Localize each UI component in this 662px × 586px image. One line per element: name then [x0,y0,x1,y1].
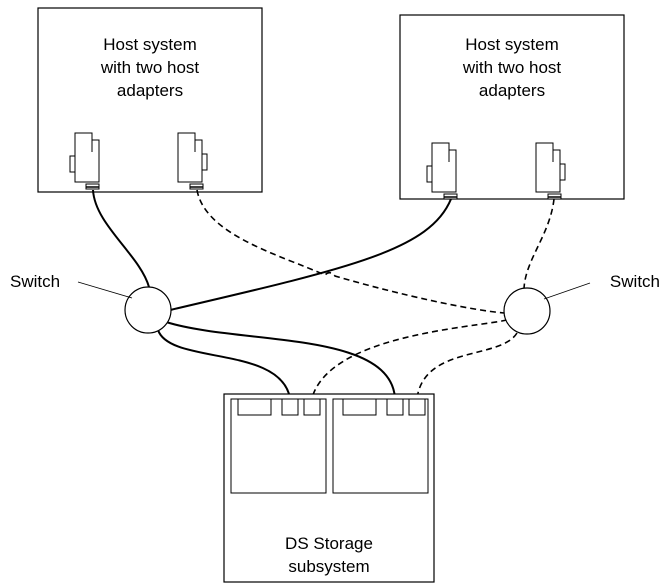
ds-storage-subsystem: DS Storage subsystem [223,393,435,583]
cable-host-right-to-switch-right [523,198,555,290]
host-right-label-line3: adapters [479,81,545,100]
dashed-cables [196,189,555,399]
host-system-right: Host system with two host adapters [399,14,625,200]
switch-right-label: Switch [610,272,660,291]
controller-b-ethernet-port [342,398,377,416]
controller-b-ports [342,398,426,416]
controller-a-host-port-1 [281,398,299,416]
host-right-label-line1: Host system [465,35,559,54]
controller-b-host-port-1 [386,398,404,416]
host-adapter-left-2 [177,132,208,190]
switch-left-leader [77,281,133,299]
controller-a-ethernet-port [237,398,272,416]
cable-host-left-to-switch-left [92,189,150,288]
switch-right: Switch [503,272,660,335]
host-left-label-line1: Host system [103,35,197,54]
solid-cables [92,189,452,399]
host-left-label-line2: with two host [100,58,200,77]
host-adapter-right-2 [535,142,566,200]
host-system-left: Host system with two host adapters [37,7,263,193]
switch-left-label: Switch [10,272,60,291]
switch-right-circle [503,287,551,335]
switch-right-leader [543,282,591,300]
switch-left: Switch [10,272,172,334]
cable-switch-left-to-storage-b [165,321,396,399]
host-left-label-line3: adapters [117,81,183,100]
cable-switch-left-to-storage-a [157,329,291,399]
storage-label-line1: DS Storage [285,534,373,553]
cable-host-right-to-switch-left [169,198,452,311]
cable-host-left-to-switch-right [196,189,505,314]
cable-switch-right-to-storage-b [416,332,518,399]
switch-left-circle [124,286,172,334]
cable-switch-right-to-storage-a [311,319,508,399]
storage-label-line2: subsystem [288,557,369,576]
controller-a-ports [237,398,321,416]
controller-a-host-port-2 [303,398,321,416]
host-adapter-right-1 [426,142,458,200]
host-adapter-left-1 [69,132,100,190]
host-right-label-line2: with two host [462,58,562,77]
controller-b-host-port-2 [408,398,426,416]
